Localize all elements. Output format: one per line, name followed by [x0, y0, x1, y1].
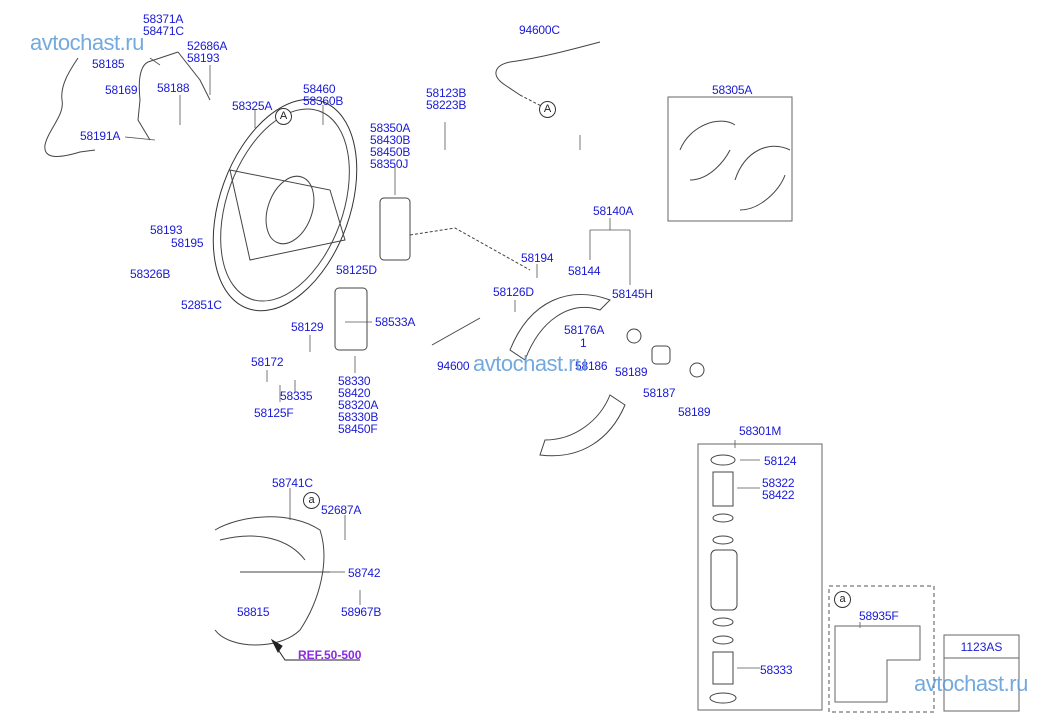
part-label-58533A[interactable]: 58533A [375, 315, 416, 329]
part-label-58301M[interactable]: 58301M [739, 424, 782, 438]
part-label-58335[interactable]: 58335 [280, 389, 313, 403]
part-label-58126D[interactable]: 58126D [493, 285, 534, 299]
part-label-58125F[interactable]: 58125F [254, 406, 294, 420]
part-label-1123AS[interactable]: 1123AS [960, 640, 1003, 654]
part-label-58195[interactable]: 58195 [171, 236, 204, 250]
part-label-58185[interactable]: 58185 [92, 57, 125, 71]
part-label-58741C[interactable]: 58741C [272, 476, 313, 490]
part-label-58326B[interactable]: 58326B [130, 267, 171, 281]
part-label-58815[interactable]: 58815 [237, 605, 270, 619]
watermark-bottom: avtochast.ru [914, 671, 1028, 696]
part-label-58145H[interactable]: 58145H [612, 287, 653, 301]
callout-a-box: a [834, 591, 851, 608]
part-label-58305A[interactable]: 58305A [712, 83, 753, 97]
backing-plate [212, 98, 358, 312]
part-label-58125D[interactable]: 58125D [336, 263, 377, 277]
part-label-58129[interactable]: 58129 [291, 320, 324, 334]
washer-58189-b [689, 362, 705, 378]
part-label-58144[interactable]: 58144 [568, 264, 601, 278]
drum-housing [214, 516, 325, 646]
reference-link[interactable]: REF.50-500 [298, 648, 362, 662]
wheel-cylinder-upper [379, 197, 411, 261]
part-label-58189-b[interactable]: 58189 [678, 405, 711, 419]
watermark-center: avtochast.ru [473, 351, 587, 376]
part-label-58742[interactable]: 58742 [348, 566, 381, 580]
part-label-94600[interactable]: 94600 [437, 359, 470, 373]
washer-58189-a [626, 328, 642, 344]
part-label-58187[interactable]: 58187 [643, 386, 676, 400]
wheel-cylinder-lower [334, 287, 368, 351]
part-label-94600C[interactable]: 94600C [519, 23, 560, 37]
part-label-58967B[interactable]: 58967B [341, 605, 382, 619]
part-label-58189-a[interactable]: 58189 [615, 365, 648, 379]
part-label-58188[interactable]: 58188 [157, 81, 190, 95]
part-label-58193[interactable]: 58193 [150, 223, 183, 237]
quantity-58176A: 1 [580, 336, 587, 350]
part-label-58172[interactable]: 58172 [251, 355, 284, 369]
part-label-58124[interactable]: 58124 [764, 454, 797, 468]
brake-pipe-left [44, 57, 96, 157]
part-label-58935F[interactable]: 58935F [859, 609, 899, 623]
brake-pipe-upper [137, 51, 179, 141]
callout-a-lower: a [303, 492, 320, 509]
callout-a-sensor: A [539, 101, 556, 118]
spring-58187 [651, 345, 671, 365]
sensor-cable-94600C [495, 41, 601, 96]
part-label-58333[interactable]: 58333 [760, 663, 793, 677]
part-label-58325A[interactable]: 58325A [232, 99, 273, 113]
part-label-58194[interactable]: 58194 [521, 251, 554, 265]
part-label-52687A[interactable]: 52687A [321, 503, 362, 517]
sensor-wire-94600 [431, 317, 481, 346]
brake-shoe-upper [509, 293, 611, 361]
part-label-58186[interactable]: 58186 [575, 359, 608, 373]
part-label-58169[interactable]: 58169 [105, 83, 138, 97]
callout-a-upper: A [275, 108, 292, 125]
part-label-52851C[interactable]: 52851C [181, 298, 222, 312]
brake-shoe-lower [539, 394, 626, 457]
part-label-58191A[interactable]: 58191A [80, 129, 121, 143]
part-label-58176A[interactable]: 58176A [564, 323, 605, 337]
watermark-top: avtochast.ru [30, 30, 144, 55]
part-label-58140A[interactable]: 58140A [593, 204, 634, 218]
